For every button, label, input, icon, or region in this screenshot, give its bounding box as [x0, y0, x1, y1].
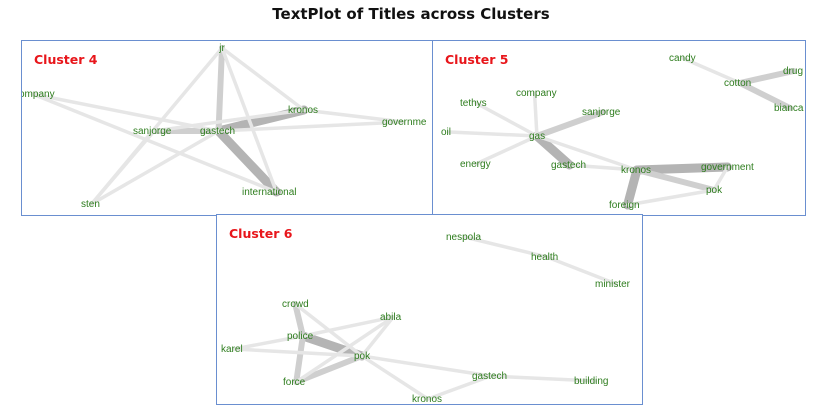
edge-cotton-bianca — [736, 80, 793, 111]
cluster-label: Cluster 4 — [34, 52, 98, 67]
cluster-5-panel: Cluster 5 candy drug cotton bianca company te… — [432, 40, 806, 216]
cluster-5-graph: candy drug cotton bianca company tethys sanjor… — [441, 53, 804, 211]
edge-kronos-jr — [220, 46, 306, 112]
word-drug: drug — [783, 66, 803, 77]
cluster-6-graph: nespola health minister crowd abila police kar… — [221, 232, 631, 405]
word-bianca: bianca — [774, 103, 804, 114]
cluster-6-panel: Cluster 6 nespola health minister crowd abil… — [216, 214, 643, 405]
edge-kronos-foreign — [623, 165, 642, 210]
cluster-4-panel: Cluster 4 jr company kronos sanjorge gastech… — [21, 40, 433, 216]
word-sanjorge: sanjorge — [133, 126, 172, 137]
word-kronos: kronos — [412, 394, 442, 405]
edge-sanjorge-kronos — [152, 108, 306, 133]
edge-government-pok — [712, 165, 730, 192]
edge-abila-force — [294, 315, 395, 384]
word-abila: abila — [380, 312, 402, 323]
edge-gastech-building — [488, 374, 597, 383]
word-labels: jr company kronos sanjorge gastech governme in… — [22, 43, 427, 210]
cluster-label: Cluster 6 — [229, 226, 293, 241]
edges — [30, 45, 405, 206]
word-force: force — [283, 377, 306, 388]
word-sten: sten — [81, 199, 100, 210]
word-gas: gas — [529, 131, 545, 142]
edge-gastech-kronos — [567, 163, 639, 172]
edge-jr-international — [220, 46, 279, 194]
edges — [447, 56, 797, 210]
word-candy: candy — [669, 53, 696, 64]
edge-karel-police — [232, 334, 305, 351]
cluster-label: Cluster 5 — [445, 52, 509, 67]
edge-gastech-sten — [89, 129, 221, 206]
word-tethys: tethys — [460, 98, 487, 109]
word-labels: nespola health minister crowd abila police kar… — [221, 232, 631, 405]
word-gastech: gastech — [551, 160, 586, 171]
word-building: building — [574, 376, 608, 387]
edges — [232, 235, 618, 401]
edge-kronos-government — [632, 162, 732, 175]
edge-force-police — [293, 333, 306, 385]
word-labels: candy drug cotton bianca company tethys sanjor… — [441, 53, 804, 211]
edge-gas-sanjorge — [533, 109, 607, 139]
edge-crowd-police — [292, 301, 306, 339]
edge-police-pok — [298, 331, 367, 361]
word-kronos: kronos — [621, 165, 651, 176]
word-pok: pok — [354, 351, 371, 362]
edge-kronos-pok — [633, 167, 717, 193]
edge-company-international — [30, 92, 279, 194]
edge-abila-pok — [360, 315, 395, 358]
edge-pok-gastech — [360, 354, 493, 378]
word-minister: minister — [595, 279, 631, 290]
word-karel: karel — [221, 344, 243, 355]
edge-gastech-jr — [215, 45, 225, 134]
word-governme: governme — [382, 117, 427, 128]
edge-gastech-international — [214, 126, 281, 197]
word-energy: energy — [460, 159, 491, 170]
chart-title: TextPlot of Titles across Clusters — [272, 5, 550, 23]
word-jr: jr — [218, 43, 225, 54]
word-cotton: cotton — [724, 78, 751, 89]
edge-gas-energy — [474, 134, 539, 166]
word-company: company — [22, 89, 55, 100]
edge-candy-cotton — [680, 56, 742, 85]
word-pok: pok — [706, 185, 723, 196]
word-crowd: crowd — [282, 299, 309, 310]
edge-nespola-health — [462, 235, 549, 259]
edge-karel-pok — [232, 347, 364, 358]
edge-kronos-governme — [302, 108, 405, 124]
edge-health-minister — [545, 255, 618, 286]
cluster-4-graph: jr company kronos sanjorge gastech governme in… — [22, 43, 427, 210]
word-oil: oil — [441, 127, 451, 138]
edge-pok-kronos — [360, 354, 430, 401]
word-kronos: kronos — [288, 105, 318, 116]
edge-gas-company — [532, 91, 539, 138]
edge-gastech-kronos — [426, 374, 493, 401]
word-nespola: nespola — [446, 232, 481, 243]
edge-foreign-pok — [625, 188, 716, 207]
edge-jr-sten — [89, 46, 224, 206]
word-company: company — [516, 88, 557, 99]
edge-gas-gastech — [532, 131, 575, 170]
word-international: international — [242, 187, 296, 198]
edge-gas-tethys — [474, 101, 539, 138]
edge-force-pok — [293, 353, 365, 385]
word-government: government — [701, 162, 754, 173]
edge-gastech-governme — [216, 120, 405, 133]
edge-crowd-pok — [293, 302, 364, 358]
word-gastech: gastech — [200, 126, 235, 137]
word-police: police — [287, 331, 314, 342]
word-sanjorge: sanjorge — [582, 107, 621, 118]
word-health: health — [531, 252, 558, 263]
edge-gas-kronos — [535, 134, 639, 172]
edge-gas-oil — [447, 130, 539, 138]
word-foreign: foreign — [609, 200, 640, 211]
edge-abila-police — [301, 315, 395, 338]
edge-cotton-drug — [736, 68, 797, 86]
word-gastech: gastech — [472, 371, 507, 382]
